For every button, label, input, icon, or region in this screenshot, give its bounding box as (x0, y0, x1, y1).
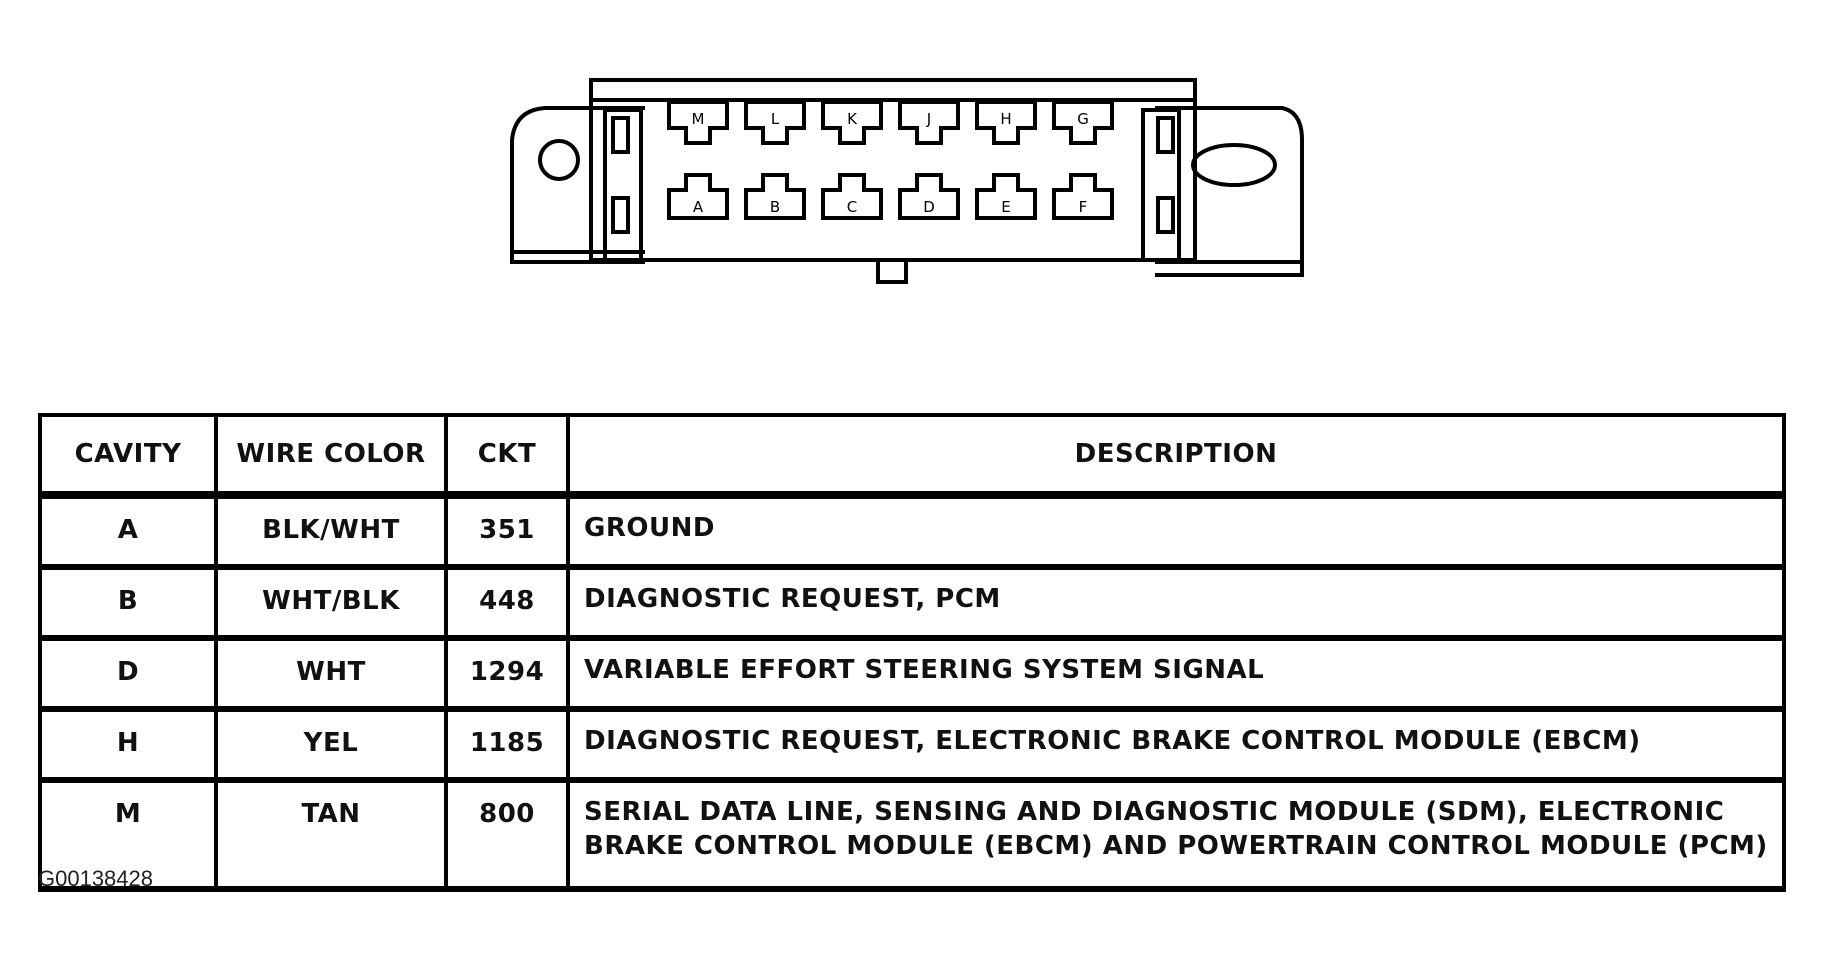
cavity-cell: H (38, 707, 218, 783)
cavity-label: F (1079, 198, 1088, 216)
right-flange (1155, 106, 1304, 277)
cavity-a: A (667, 173, 729, 220)
polarity-key (876, 258, 908, 284)
cavity-label: H (1000, 110, 1011, 128)
ckt-cell: 351 (444, 493, 570, 570)
table-row: A BLK/WHT 351 GROUND (38, 493, 1786, 570)
cavity-l: L (744, 100, 806, 145)
cavity-m: M (667, 100, 729, 145)
ckt-cell: 1294 (444, 636, 570, 712)
ckt-cell: 800 (444, 778, 570, 892)
cavity-cell: A (38, 493, 218, 570)
wire-color-cell: WHT (214, 636, 448, 712)
cavity-label: C (847, 198, 857, 216)
cavity-cell: B (38, 565, 218, 641)
wire-color-cell: YEL (214, 707, 448, 783)
cavity-label: M (692, 110, 705, 128)
right-mounting-hole (1191, 143, 1277, 187)
cavity-h: H (975, 100, 1037, 145)
table-row: D WHT 1294 VARIABLE EFFORT STEERING SYST… (38, 636, 1786, 712)
figure-id: G00138428 (38, 866, 153, 891)
cavity-k: K (821, 100, 883, 145)
table-row: B WHT/BLK 448 DIAGNOSTIC REQUEST, PCM (38, 565, 1786, 641)
table-row: M TAN 800 SERIAL DATA LINE, SENSING AND … (38, 778, 1786, 892)
cavity-d: D (898, 173, 960, 220)
ckt-cell: 1185 (444, 707, 570, 783)
cavity-label: B (770, 198, 780, 216)
wire-color-cell: WHT/BLK (214, 565, 448, 641)
cavity-label: G (1077, 110, 1089, 128)
table-header-row: CAVITY WIRE COLOR CKT DESCRIPTION (38, 413, 1786, 499)
cavity-label: J (926, 110, 931, 128)
cavity-label: K (847, 110, 858, 128)
connector-body (589, 78, 1197, 262)
pinout-table: CAVITY WIRE COLOR CKT DESCRIPTION A BLK/… (38, 413, 1786, 892)
cavity-g: G (1052, 100, 1114, 145)
cavity-header: CAVITY (38, 413, 218, 499)
cavity-label: L (771, 110, 780, 128)
description-cell: DIAGNOSTIC REQUEST, ELECTRONIC BRAKE CON… (566, 707, 1786, 783)
wire-color-cell: BLK/WHT (214, 493, 448, 570)
description-cell: VARIABLE EFFORT STEERING SYSTEM SIGNAL (566, 636, 1786, 712)
description-cell: GROUND (566, 493, 1786, 570)
description-cell: SERIAL DATA LINE, SENSING AND DIAGNOSTIC… (566, 778, 1786, 892)
cavity-e: E (975, 173, 1037, 220)
description-cell: DIAGNOSTIC REQUEST, PCM (566, 565, 1786, 641)
cavity-b: B (744, 173, 806, 220)
ckt-cell: 448 (444, 565, 570, 641)
left-flange (510, 106, 645, 264)
connector-diagram: M L K J H G A B C D E F (510, 78, 1304, 284)
description-header: DESCRIPTION (566, 413, 1786, 499)
left-mounting-hole (538, 139, 580, 181)
cavity-label: A (693, 198, 704, 216)
cavity-j: J (898, 100, 960, 145)
cavity-cell: D (38, 636, 218, 712)
bottom-cavity-row: A B C D E F (667, 173, 1114, 220)
table-row: H YEL 1185 DIAGNOSTIC REQUEST, ELECTRONI… (38, 707, 1786, 783)
wire-color-cell: TAN (214, 778, 448, 892)
cavity-label: D (923, 198, 935, 216)
wire-color-header: WIRE COLOR (214, 413, 448, 499)
cavity-cell: M (38, 778, 218, 892)
ckt-header: CKT (444, 413, 570, 499)
cavity-c: C (821, 173, 883, 220)
cavity-label: E (1001, 198, 1010, 216)
cavity-f: F (1052, 173, 1114, 220)
